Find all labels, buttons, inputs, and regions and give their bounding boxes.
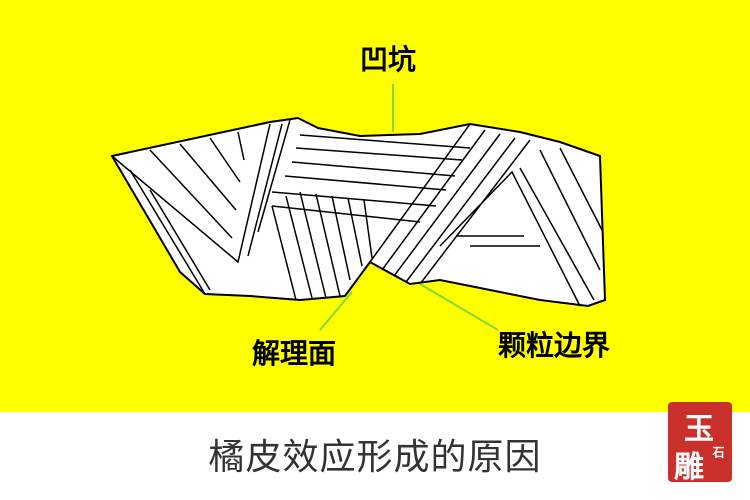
seal-logo: 玉 雕 石	[668, 402, 732, 485]
leader-line-cleavage	[319, 291, 353, 331]
leader-line-grain	[419, 283, 499, 331]
seal-glyph: 雕	[674, 450, 704, 485]
crystal-block	[110, 116, 607, 308]
grain-middle-layers	[271, 134, 471, 223]
grain-right-v	[439, 147, 603, 307]
leader-lines	[319, 84, 499, 331]
seal-glyph: 玉	[684, 412, 714, 447]
label-grain-boundary: 颗粒边界	[498, 329, 611, 362]
grain-middle-vertical	[271, 191, 373, 301]
label-cleavage-plane: 解理面	[252, 337, 337, 370]
orange-peel-diagram	[110, 84, 607, 331]
figure-caption: 橘皮效应形成的原因	[208, 437, 542, 478]
label-pit: 凹坑	[360, 43, 417, 76]
grain-left-v	[111, 119, 291, 295]
grain-diagonal	[369, 123, 531, 285]
seal-glyph: 石	[711, 446, 725, 458]
